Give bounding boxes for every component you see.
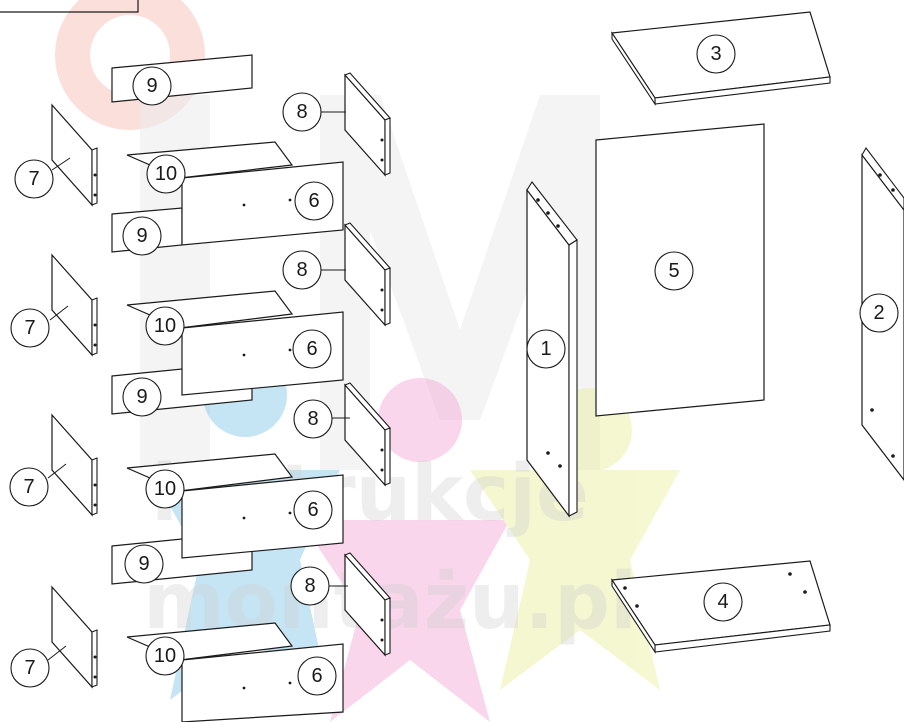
- callout-label: 8: [296, 259, 307, 281]
- callout-label: 10: [154, 645, 176, 667]
- callout-part-8: 8: [293, 399, 350, 439]
- callout-part-8: 8: [282, 250, 346, 290]
- callout-part-6: 6: [292, 329, 332, 369]
- callout-label: 10: [154, 315, 176, 337]
- callout-label: 7: [23, 476, 34, 498]
- callout-part-2: 2: [859, 293, 899, 333]
- callout-label: 8: [304, 575, 315, 597]
- callout-label: 2: [873, 302, 884, 324]
- callout-label: 9: [136, 225, 147, 247]
- callout-label: 10: [155, 163, 177, 185]
- callout-part-3: 3: [696, 34, 736, 74]
- part-7-drawer-side: [51, 103, 93, 207]
- callout-label: 9: [146, 75, 157, 97]
- callout-part-9: 9: [122, 216, 162, 256]
- callout-label: 4: [717, 591, 728, 613]
- callout-part-10: 10: [145, 469, 185, 509]
- callout-label: 6: [311, 665, 322, 687]
- callout-part-7: 7: [9, 463, 67, 507]
- callout-label: 3: [710, 43, 721, 65]
- callout-part-9: 9: [122, 377, 162, 417]
- callout-part-10: 10: [145, 306, 185, 346]
- callout-label: 9: [138, 553, 149, 575]
- callout-label: 6: [306, 338, 317, 360]
- part-7-drawer-side: [51, 413, 93, 517]
- callout-part-10: 10: [146, 154, 186, 194]
- callout-label: 1: [540, 338, 551, 360]
- callout-label: 8: [296, 101, 307, 123]
- callout-part-6: 6: [293, 490, 333, 530]
- callout-label: 10: [154, 478, 176, 500]
- callout-part-10: 10: [145, 636, 185, 676]
- callout-label: 6: [308, 190, 319, 212]
- part-7-drawer-side: [51, 585, 93, 689]
- callout-part-5: 5: [654, 251, 694, 291]
- callout-part-9: 9: [124, 544, 164, 584]
- callout-part-8: 8: [282, 92, 346, 132]
- callout-label: 7: [24, 657, 35, 679]
- callout-part-6: 6: [294, 181, 334, 221]
- callout-label: 7: [24, 317, 35, 339]
- callout-part-7: 7: [10, 305, 69, 348]
- callout-part-7: 7: [10, 645, 67, 688]
- callout-label: 7: [28, 168, 39, 190]
- part-6-drawer-front: [181, 161, 344, 246]
- callout-part-9: 9: [132, 66, 172, 106]
- callout-label: 8: [307, 408, 318, 430]
- callout-part-6: 6: [297, 656, 337, 696]
- callout-label: 5: [668, 260, 679, 282]
- frame-corner: [0, 0, 139, 13]
- drawer-row-2: [51, 222, 391, 415]
- callout-part-4: 4: [703, 582, 743, 622]
- callout-part-8: 8: [290, 566, 348, 606]
- callout-part-7: 7: [14, 157, 71, 199]
- callout-label: 6: [307, 499, 318, 521]
- callout-label: 9: [136, 386, 147, 408]
- callout-part-1: 1: [526, 329, 566, 369]
- part-7-drawer-side: [51, 253, 93, 357]
